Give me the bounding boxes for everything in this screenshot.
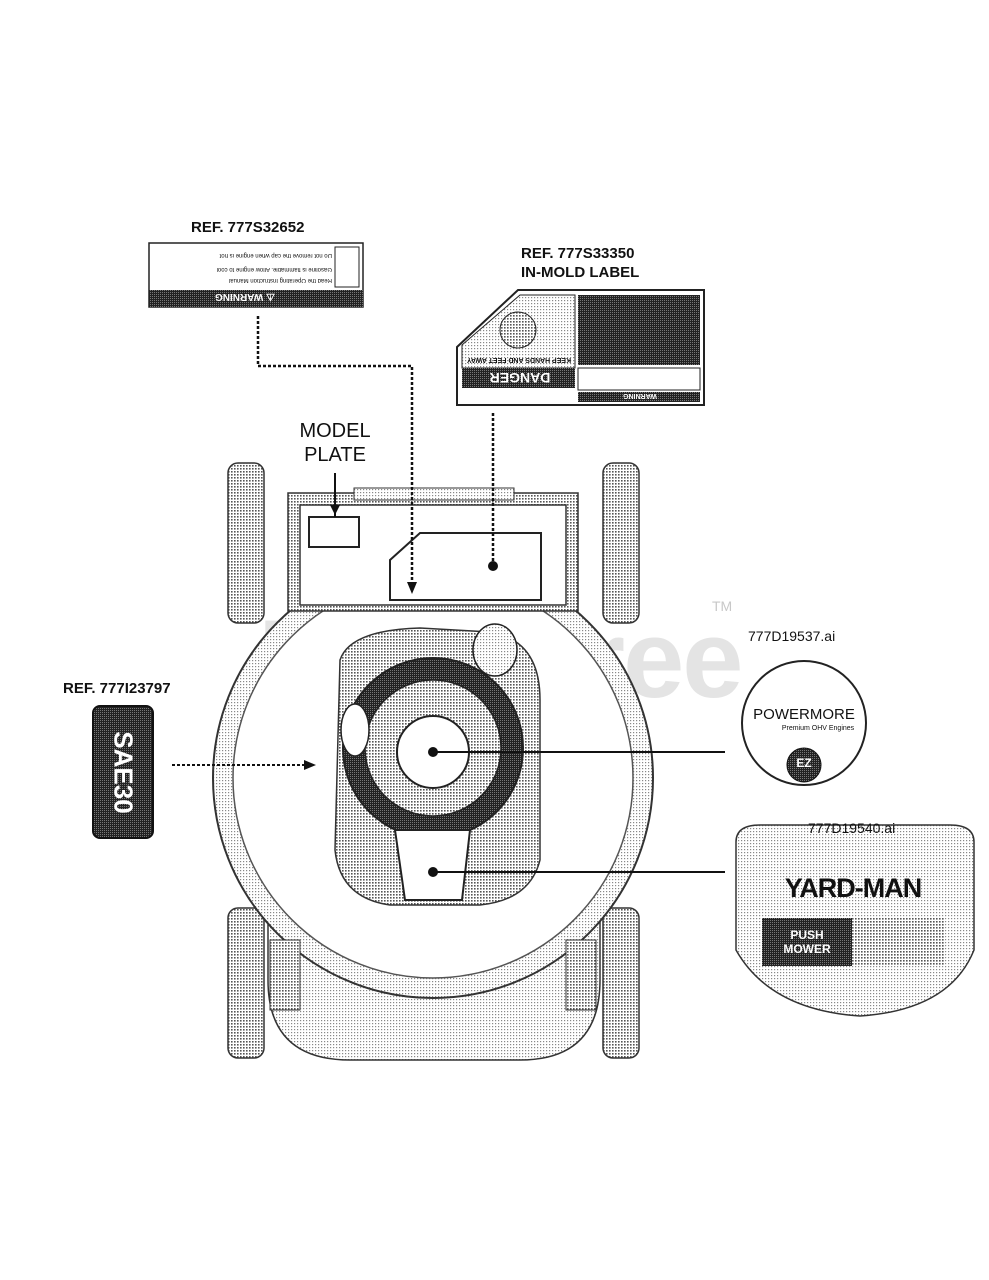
decal-1-line-1: Read the Operating Instruction Manual	[228, 277, 332, 283]
rear-left-wheel	[227, 462, 265, 624]
decal-1-line-3: Do not remove the cap when engine is hot	[219, 252, 332, 258]
engine	[334, 623, 541, 906]
decal-5-brand: YARD-MAN	[784, 873, 923, 903]
decal-5-type: PUSH MOWER	[764, 928, 850, 956]
trademark-symbol: TM	[712, 598, 733, 614]
leader-lines	[172, 316, 725, 873]
decal-4-tagline: Premium OHV Engines	[781, 725, 855, 732]
decal-warning-label	[148, 242, 364, 308]
decal-yardman	[735, 824, 975, 1017]
in-mold-label-area	[389, 532, 542, 601]
decal-1-line-2: Gasoline is flammable. Allow engine to c…	[216, 266, 332, 272]
model-plate-box	[308, 516, 360, 548]
front-left-wheel	[227, 907, 265, 1059]
decal-4-file: 777D19537.ai	[748, 628, 836, 644]
decal-1-ref: REF. 777S32652	[191, 219, 305, 236]
decal-2-ref: REF. 777S33350	[521, 245, 635, 262]
front-right-wheel	[602, 907, 640, 1059]
decal-in-mold-label	[456, 289, 705, 406]
decal-5-file: 777D19540.ai	[808, 820, 896, 836]
rear-right-wheel	[602, 462, 640, 624]
decal-oil-label	[92, 705, 154, 839]
decal-powermore	[741, 660, 867, 786]
decal-5-type-line-2: MOWER	[783, 942, 831, 956]
decal-2-danger-title: DANGER	[489, 370, 551, 386]
model-plate-line-1: MODEL	[299, 420, 371, 442]
decal-3-ref: REF. 777I23797	[63, 680, 171, 697]
decal-4-brand: POWERMORE	[753, 706, 855, 723]
model-plate-line-2: PLATE	[304, 444, 366, 466]
decal-2-danger-sub: KEEP HANDS AND FEET AWAY	[466, 356, 572, 363]
decal-3-text: SAE30	[108, 731, 139, 814]
decal-1-warning-title: ⚠ WARNING	[214, 291, 276, 302]
decal-2-warning-title: WARNING	[623, 392, 657, 399]
decal-2-ref-sub: IN-MOLD LABEL	[521, 264, 640, 281]
decal-4-badge: EZ	[796, 756, 812, 770]
decal-5-type-line-1: PUSH	[790, 928, 824, 942]
model-plate-label: MODEL PLATE	[292, 419, 378, 467]
